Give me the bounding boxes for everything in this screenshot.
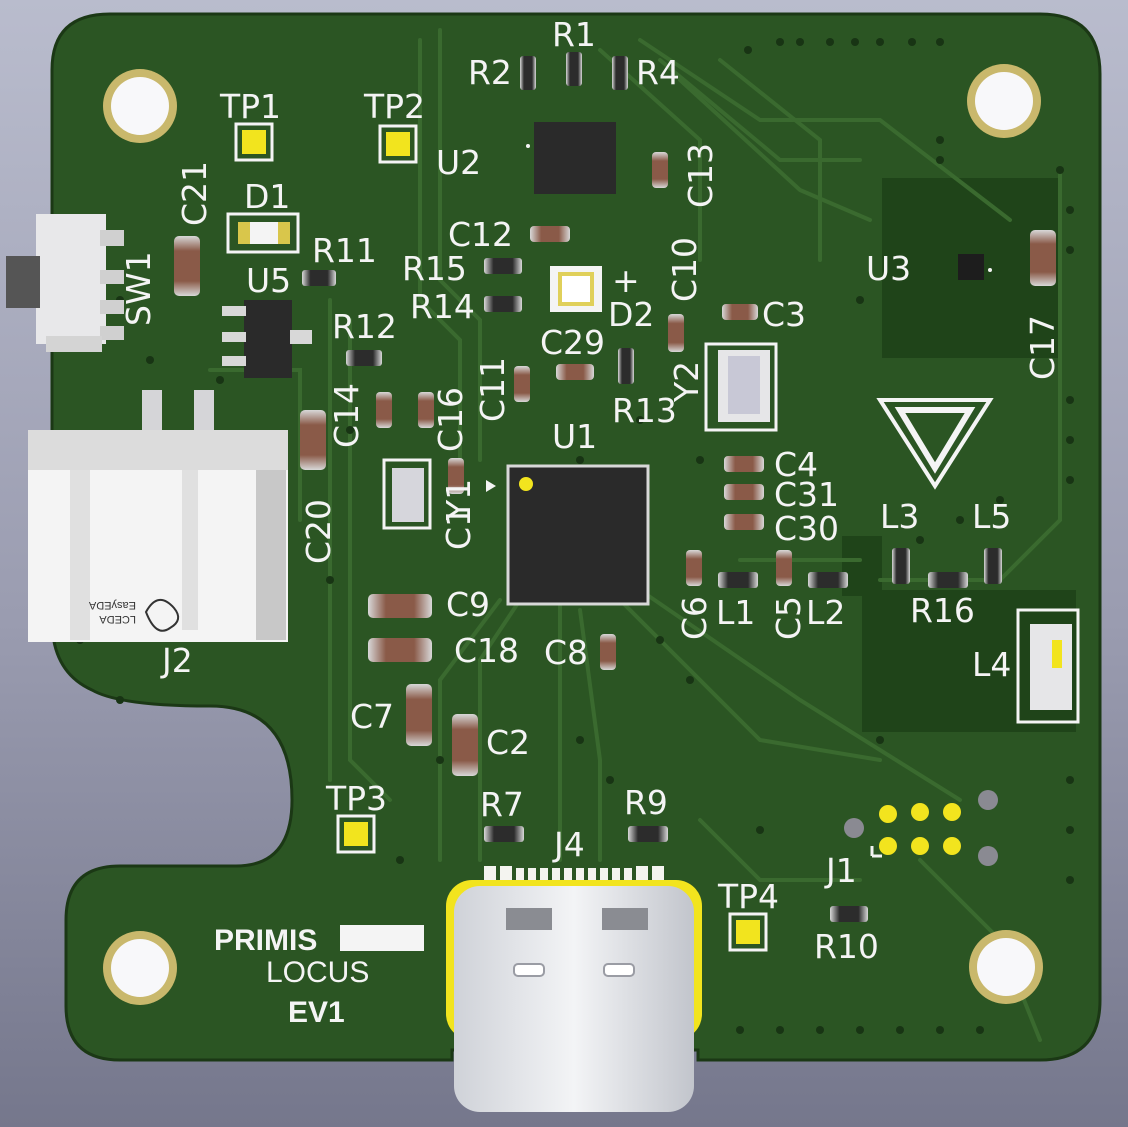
label-l2: L2 — [806, 593, 845, 632]
leds: + — [226, 212, 640, 312]
resistors — [302, 52, 1002, 922]
label-r16: R16 — [910, 591, 975, 630]
label-c5: C5 — [769, 596, 808, 640]
label-c17: C17 — [1023, 315, 1062, 380]
label-c18: C18 — [454, 631, 519, 670]
label-y1: Y1 — [439, 479, 478, 521]
triangle-logo — [876, 398, 994, 490]
brand-line-ev1: EV1 — [288, 996, 345, 1029]
label-r2: R2 — [468, 53, 512, 92]
vias — [76, 38, 1074, 1034]
label-u3: U3 — [866, 249, 911, 288]
d2-polarity-mark: + — [612, 261, 640, 300]
label-r12: R12 — [332, 307, 397, 346]
lceda-marking: LCEDA — [99, 613, 136, 625]
label-tp1: TP1 — [219, 87, 281, 126]
crystals — [382, 342, 778, 530]
label-c20: C20 — [299, 499, 338, 564]
label-c12: C12 — [448, 215, 513, 254]
label-c6: C6 — [675, 596, 714, 640]
label-d1: D1 — [244, 177, 290, 216]
usb-c-connector — [446, 866, 702, 1112]
label-l5: L5 — [972, 497, 1011, 536]
copper-traces — [208, 28, 1062, 1042]
label-r13: R13 — [612, 391, 677, 430]
label-tp3: TP3 — [325, 779, 387, 818]
label-r9: R9 — [624, 783, 668, 822]
u5-chip — [244, 300, 292, 378]
j1-header — [844, 790, 998, 866]
label-r10: R10 — [814, 927, 879, 966]
label-u1: U1 — [552, 417, 597, 456]
label-c9: C9 — [446, 585, 490, 624]
label-r4: R4 — [636, 53, 680, 92]
label-c30: C30 — [774, 509, 839, 548]
label-l4: L4 — [972, 645, 1011, 684]
label-c3: C3 — [762, 295, 806, 334]
label-c29: C29 — [540, 323, 605, 362]
label-r7: R7 — [480, 785, 524, 824]
u1-chip — [506, 464, 650, 606]
label-sw1: SW1 — [119, 251, 158, 326]
branding: PRIMIS LOCUS EV1 — [214, 924, 424, 1029]
label-c16: C16 — [431, 387, 470, 452]
label-d2: D2 — [608, 295, 654, 334]
l4-component — [1016, 608, 1080, 724]
label-tp4: TP4 — [717, 877, 779, 916]
test-points — [234, 122, 768, 952]
label-l3: L3 — [880, 497, 919, 536]
label-y2: Y2 — [667, 361, 706, 403]
label-c1: C1 — [439, 506, 478, 550]
u3-chip — [958, 254, 984, 280]
brand-line-primis: PRIMIS — [214, 924, 317, 957]
label-u2: U2 — [436, 143, 481, 182]
easyeda-marking: EasyEDA — [88, 599, 136, 611]
label-c4: C4 — [774, 445, 818, 484]
label-c14: C14 — [327, 383, 366, 448]
capacitors — [174, 152, 1056, 776]
ic-packages — [222, 122, 992, 606]
label-l1: L1 — [716, 593, 755, 632]
label-c31: C31 — [774, 475, 839, 514]
label-u5: U5 — [246, 261, 291, 300]
label-r14: R14 — [410, 287, 475, 326]
designator-labels: R1 R2 R4 TP1 TP2 U2 C13 C21 D1 SW1 R11 C… — [119, 15, 1062, 966]
j2-connector: EasyEDA LCEDA — [28, 390, 288, 642]
label-c21: C21 — [175, 161, 214, 226]
sw1-switch — [6, 214, 124, 352]
label-j1: J1 — [824, 851, 857, 890]
mounting-holes — [103, 64, 1043, 1005]
label-j4: J4 — [552, 825, 585, 864]
label-c13: C13 — [681, 143, 720, 208]
label-j2: J2 — [160, 641, 193, 680]
label-c8: C8 — [544, 633, 588, 672]
label-c2: C2 — [486, 723, 530, 762]
brand-line-locus: LOCUS — [266, 956, 369, 989]
label-tp2: TP2 — [363, 87, 425, 126]
label-r1: R1 — [552, 15, 596, 54]
u2-chip — [534, 122, 616, 194]
label-c7: C7 — [350, 697, 394, 736]
label-r15: R15 — [402, 249, 467, 288]
label-c11: C11 — [473, 357, 512, 422]
label-r11: R11 — [312, 231, 377, 270]
label-c10: C10 — [665, 237, 704, 302]
